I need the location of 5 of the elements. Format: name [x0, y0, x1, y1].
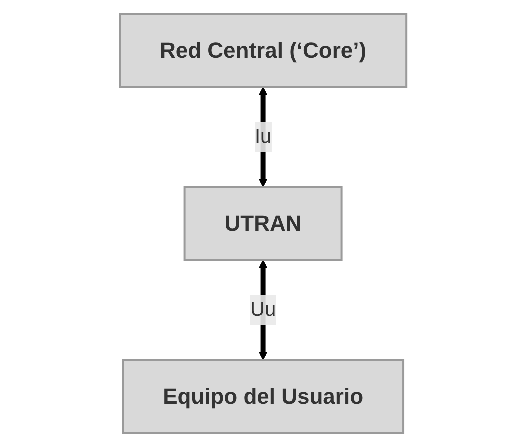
edge-label: Uu [250, 299, 276, 321]
node-box: UTRAN [184, 186, 343, 261]
node-box: Equipo del Usuario [122, 359, 405, 434]
edge-label: Iu [255, 126, 272, 148]
node-box: Red Central (‘Core’) [119, 13, 408, 88]
